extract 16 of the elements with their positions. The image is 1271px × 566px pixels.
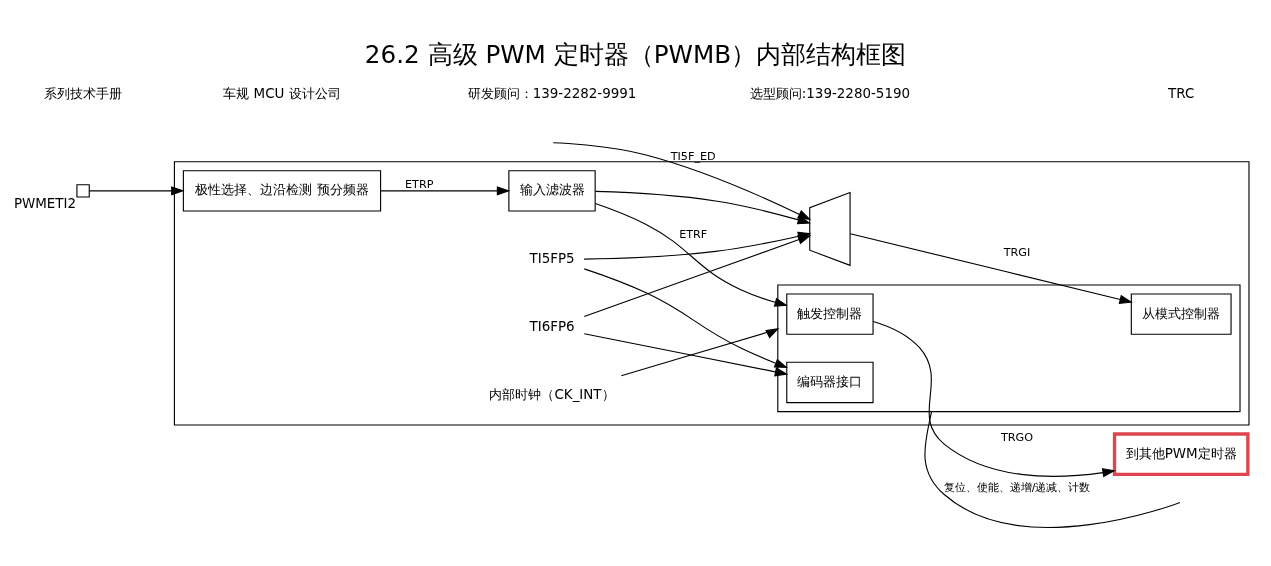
label: TRC	[1168, 85, 1195, 101]
node-text: TI5FP5	[529, 250, 575, 266]
edge-label: 复位、使能、递增/递减、计数	[943, 481, 1091, 495]
diagram-title: 26.2 高级 PWM 定时器（PWMB）内部结构框图	[364, 39, 907, 69]
node-text: 内部时钟（CK_INT）	[489, 387, 615, 403]
label: 研发顾问：139-2282-9991	[467, 85, 637, 101]
edge-label: TRGI	[1003, 245, 1031, 259]
label: 系列技术手册	[44, 85, 123, 101]
edge-label: TRGO	[1000, 430, 1034, 444]
node-text: TI6FP6	[529, 319, 575, 335]
label: 车规 MCU 设计公司	[223, 85, 341, 101]
edge-label: TI5F_ED	[670, 149, 716, 163]
edge-label: ETRP	[405, 177, 434, 191]
node-label: PWMETI2	[13, 195, 77, 211]
label: 选型顾问:139-2280-5190	[749, 85, 911, 101]
edge-label: ETRF	[679, 227, 708, 241]
